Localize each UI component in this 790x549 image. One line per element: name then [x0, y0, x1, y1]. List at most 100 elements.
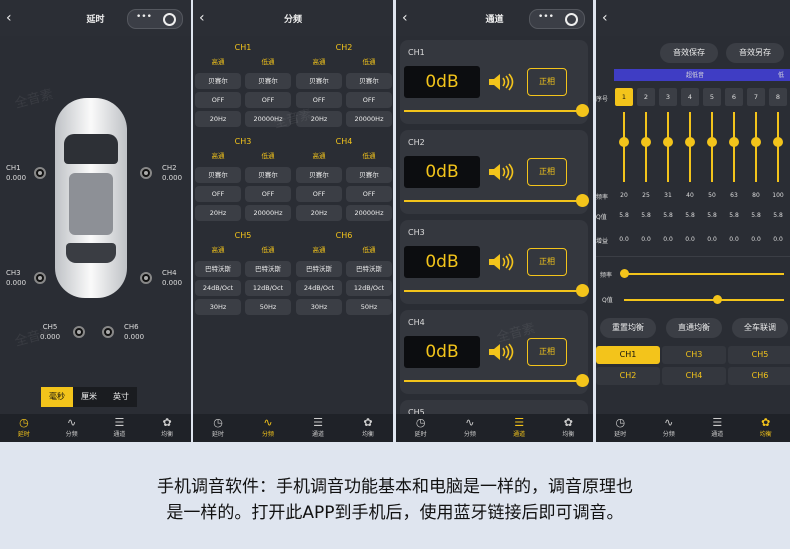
- close-circle-icon[interactable]: [565, 13, 578, 26]
- tab-crossover[interactable]: ∿分频: [48, 414, 96, 442]
- gain-readout[interactable]: 0dB: [404, 246, 480, 278]
- tab-delay[interactable]: ◷延时: [0, 414, 48, 442]
- crossover-option-button[interactable]: 50Hz: [346, 299, 392, 315]
- close-circle-icon[interactable]: [163, 13, 176, 26]
- gain-readout[interactable]: 0dB: [404, 156, 480, 188]
- speaker-volume-icon[interactable]: [488, 73, 518, 95]
- speaker-ch3-icon[interactable]: [34, 272, 46, 284]
- tab-crossover[interactable]: ∿分频: [243, 414, 293, 442]
- q-slider-knob[interactable]: [712, 295, 722, 304]
- crossover-option-button[interactable]: 20000Hz: [245, 205, 291, 221]
- phase-button[interactable]: 正相: [527, 68, 567, 96]
- tab-channel[interactable]: ☰通道: [495, 414, 544, 442]
- crossover-option-button[interactable]: 贝赛尔: [296, 73, 342, 89]
- gain-slider-knob[interactable]: [576, 104, 589, 117]
- tab-delay[interactable]: ◷延时: [193, 414, 243, 442]
- eq-band-slider-knob[interactable]: [707, 137, 717, 147]
- eq-band-index[interactable]: 1: [615, 88, 633, 106]
- mini-program-capsule[interactable]: •••: [127, 9, 183, 29]
- gain-readout[interactable]: 0dB: [404, 336, 480, 368]
- crossover-option-button[interactable]: 20Hz: [296, 111, 342, 127]
- tab-channel[interactable]: ☰通道: [693, 414, 742, 442]
- eq-band-slider-track[interactable]: [777, 112, 779, 182]
- eq-band-slider-knob[interactable]: [619, 137, 629, 147]
- tab-eq[interactable]: ✿均衡: [343, 414, 393, 442]
- tab-crossover[interactable]: ∿分频: [645, 414, 694, 442]
- back-icon[interactable]: ‹: [602, 10, 608, 26]
- eq-band-slider-track[interactable]: [689, 112, 691, 182]
- crossover-option-button[interactable]: OFF: [195, 186, 241, 202]
- eq-band-slider-track[interactable]: [711, 112, 713, 182]
- crossover-option-button[interactable]: 20Hz: [296, 205, 342, 221]
- gain-slider-track[interactable]: [404, 110, 582, 112]
- speaker-ch2-icon[interactable]: [140, 167, 152, 179]
- more-icon[interactable]: •••: [136, 12, 152, 22]
- speaker-volume-icon[interactable]: [488, 253, 518, 275]
- crossover-option-button[interactable]: 贝赛尔: [245, 167, 291, 183]
- eq-band-slider-knob[interactable]: [751, 137, 761, 147]
- eq-channel-button-ch4[interactable]: CH4: [662, 367, 726, 385]
- crossover-option-button[interactable]: 12dB/Oct: [245, 280, 291, 296]
- eq-band-slider-track[interactable]: [623, 112, 625, 182]
- gain-slider-knob[interactable]: [576, 284, 589, 297]
- speaker-ch6-icon[interactable]: [102, 326, 114, 338]
- back-icon[interactable]: ‹: [6, 10, 12, 26]
- eq-band-slider-track[interactable]: [645, 112, 647, 182]
- crossover-option-button[interactable]: 20000Hz: [245, 111, 291, 127]
- crossover-option-button[interactable]: 30Hz: [296, 299, 342, 315]
- crossover-option-button[interactable]: 贝赛尔: [346, 73, 392, 89]
- eq-channel-button-ch1[interactable]: CH1: [596, 346, 660, 364]
- crossover-option-button[interactable]: 12dB/Oct: [346, 280, 392, 296]
- more-icon[interactable]: •••: [538, 12, 554, 22]
- gain-slider-track[interactable]: [404, 290, 582, 292]
- eq-band-index[interactable]: 8: [769, 88, 787, 106]
- crossover-option-button[interactable]: 20Hz: [195, 205, 241, 221]
- crossover-option-button[interactable]: OFF: [296, 92, 342, 108]
- crossover-option-button[interactable]: 24dB/Oct: [195, 280, 241, 296]
- speaker-ch5-icon[interactable]: [73, 326, 85, 338]
- speaker-volume-icon[interactable]: [488, 163, 518, 185]
- eq-channel-button-ch5[interactable]: CH5: [728, 346, 790, 364]
- crossover-option-button[interactable]: OFF: [245, 186, 291, 202]
- tab-channel[interactable]: ☰通道: [96, 414, 144, 442]
- unit-inch-button[interactable]: 英寸: [105, 387, 137, 407]
- crossover-option-button[interactable]: 20000Hz: [346, 205, 392, 221]
- q-slider-track[interactable]: [624, 299, 784, 301]
- tab-eq[interactable]: ✿均衡: [143, 414, 191, 442]
- crossover-option-button[interactable]: 20Hz: [195, 111, 241, 127]
- crossover-option-button[interactable]: OFF: [195, 92, 241, 108]
- phase-button[interactable]: 正相: [527, 248, 567, 276]
- phase-button[interactable]: 正相: [527, 338, 567, 366]
- eq-band-index[interactable]: 7: [747, 88, 765, 106]
- eq-channel-button-ch6[interactable]: CH6: [728, 367, 790, 385]
- tab-crossover[interactable]: ∿分频: [445, 414, 494, 442]
- tab-delay[interactable]: ◷延时: [596, 414, 645, 442]
- save-as-preset-button[interactable]: 音效另存: [726, 43, 784, 63]
- eq-band-slider-knob[interactable]: [773, 137, 783, 147]
- eq-channel-button-ch2[interactable]: CH2: [596, 367, 660, 385]
- eq-band-slider-knob[interactable]: [685, 137, 695, 147]
- eq-band-slider-knob[interactable]: [729, 137, 739, 147]
- freq-slider-knob[interactable]: [620, 269, 629, 278]
- tab-channel[interactable]: ☰通道: [293, 414, 343, 442]
- tab-eq[interactable]: ✿均衡: [742, 414, 790, 442]
- eq-band-slider-track[interactable]: [733, 112, 735, 182]
- eq-band-slider-track[interactable]: [667, 112, 669, 182]
- link-all-button[interactable]: 全车联调: [732, 318, 788, 338]
- crossover-option-button[interactable]: OFF: [245, 92, 291, 108]
- speaker-ch4-icon[interactable]: [140, 272, 152, 284]
- back-icon[interactable]: ‹: [402, 10, 408, 26]
- crossover-option-button[interactable]: 贝赛尔: [245, 73, 291, 89]
- back-icon[interactable]: ‹: [199, 10, 205, 26]
- eq-band-slider-track[interactable]: [755, 112, 757, 182]
- gain-slider-knob[interactable]: [576, 194, 589, 207]
- eq-band-index[interactable]: 5: [703, 88, 721, 106]
- crossover-option-button[interactable]: 巴特沃斯: [195, 261, 241, 277]
- gain-slider-knob[interactable]: [576, 374, 589, 387]
- flat-eq-button[interactable]: 直通均衡: [666, 318, 722, 338]
- crossover-option-button[interactable]: 20000Hz: [346, 111, 392, 127]
- crossover-option-button[interactable]: OFF: [346, 92, 392, 108]
- crossover-option-button[interactable]: 贝赛尔: [296, 167, 342, 183]
- reset-eq-button[interactable]: 重置均衡: [600, 318, 656, 338]
- gain-slider-track[interactable]: [404, 380, 582, 382]
